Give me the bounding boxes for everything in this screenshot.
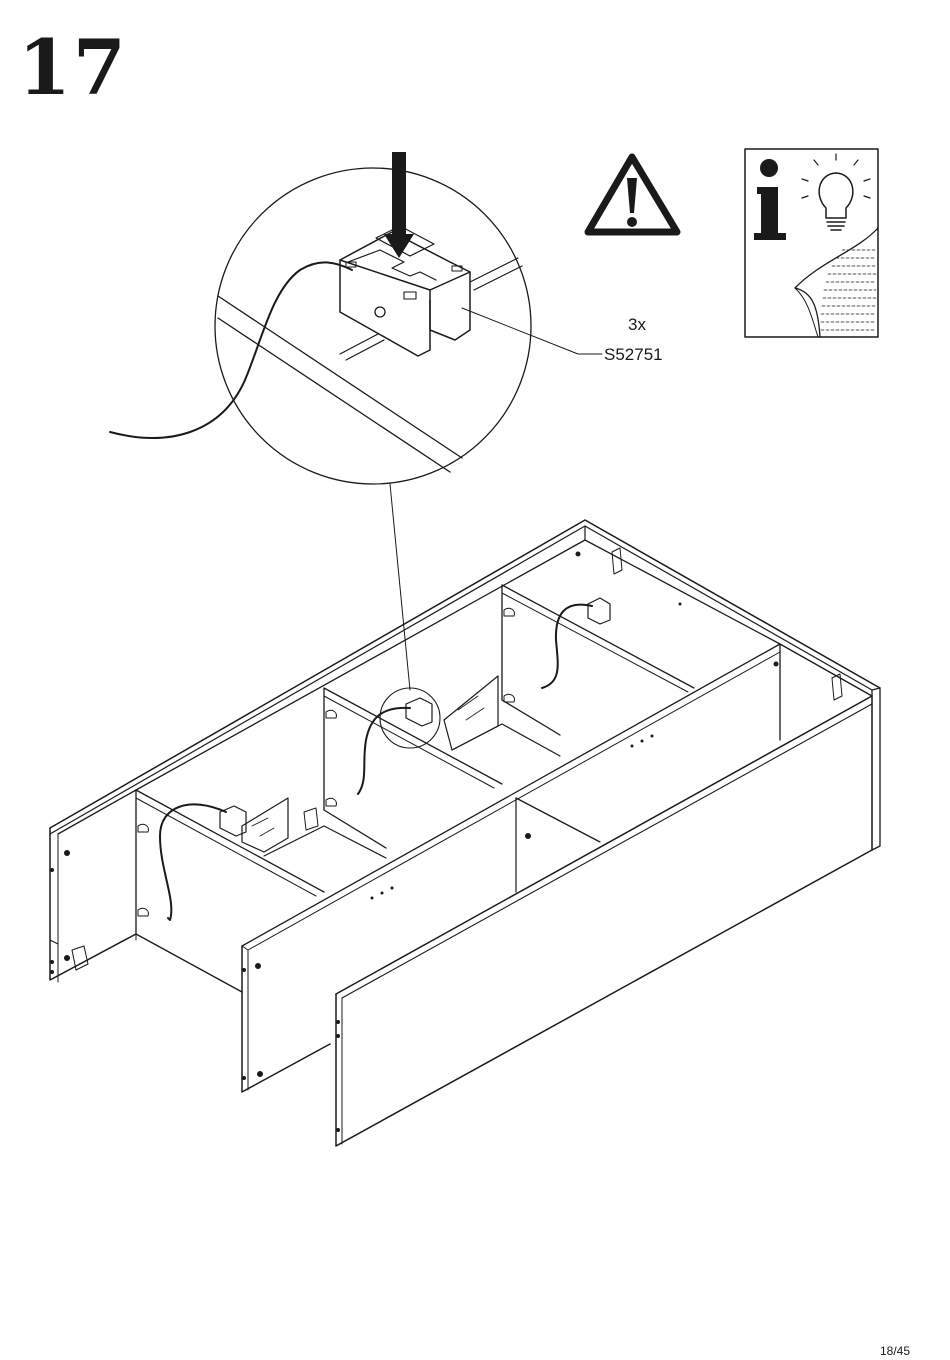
detail-circle: [110, 152, 602, 690]
warning-triangle-icon: [588, 157, 677, 232]
part-quantity-label: 3x: [628, 315, 646, 335]
part-code-label: S52751: [604, 345, 663, 365]
info-lightbulb-icon: [745, 149, 878, 337]
furniture-carcass: [50, 520, 880, 1146]
page-number: 18/45: [880, 1344, 910, 1358]
